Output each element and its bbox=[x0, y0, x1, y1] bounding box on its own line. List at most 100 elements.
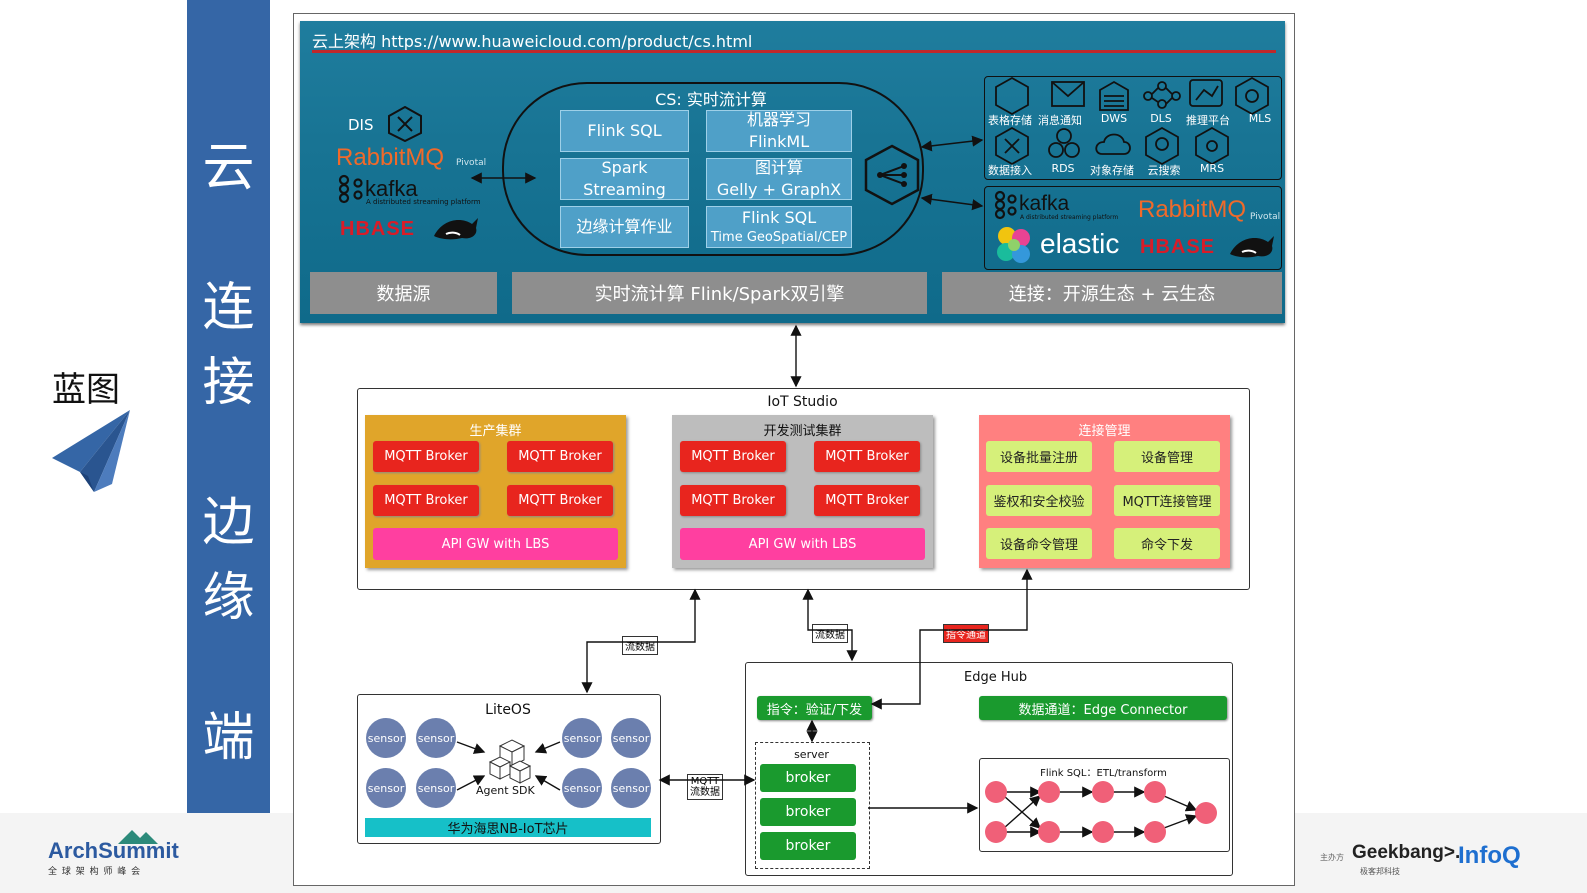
rds-icon bbox=[1048, 142, 1064, 158]
command-verify-bar[interactable]: 指令：验证/下发 bbox=[757, 696, 872, 720]
mqtt-broker[interactable]: MQTT Broker bbox=[814, 441, 920, 472]
archsummit-subtitle: 全 球 架 构 师 峰 会 bbox=[48, 867, 142, 877]
kafka-icon bbox=[994, 190, 1017, 220]
kafka-icon bbox=[338, 174, 363, 204]
cloud-service-label: DLS bbox=[1150, 112, 1172, 125]
mqtt-broker[interactable]: MQTT Broker bbox=[680, 441, 786, 472]
conn-device-batch-register[interactable]: 设备批量注册 bbox=[986, 441, 1092, 472]
mrs-icon bbox=[1195, 126, 1229, 166]
table-storage-icon bbox=[995, 76, 1029, 116]
inference-platform-icon bbox=[1189, 79, 1223, 107]
conn-mqtt-management[interactable]: MQTT连接管理 bbox=[1114, 485, 1220, 516]
agent-sdk-label: Agent SDK bbox=[476, 784, 535, 797]
cloud-service-label: 对象存储 bbox=[1090, 164, 1134, 177]
cloud-service-icons bbox=[995, 76, 1269, 166]
cs-edge-job-button[interactable]: 边缘计算作业 bbox=[560, 206, 689, 248]
cs-realtime-stream-oval bbox=[502, 82, 924, 256]
devtest-cluster-title: 开发测试集群 bbox=[763, 424, 842, 439]
cloud-service-label: 数据接入 bbox=[988, 164, 1032, 177]
api-gateway[interactable]: API GW with LBS bbox=[680, 528, 925, 560]
cs-btn-label: 机器学习 bbox=[746, 110, 811, 130]
cs-title: CS: 实时流计算 bbox=[655, 90, 767, 109]
server-label: server bbox=[794, 748, 829, 761]
infoq-logo: InfoQ bbox=[1458, 842, 1521, 869]
cloud-service-label: DWS bbox=[1100, 112, 1128, 125]
command-channel-tag: 指令通道 bbox=[943, 624, 989, 643]
sensor: sensor bbox=[366, 718, 406, 758]
geekbang-logo: Geekbang>. bbox=[1352, 842, 1461, 863]
conn-command-send[interactable]: 命令下发 bbox=[1114, 528, 1220, 559]
stream-data-tag: 流数据 bbox=[812, 624, 848, 643]
open-source-box bbox=[984, 186, 1282, 270]
hbase-logo: HBASE bbox=[340, 218, 416, 240]
conn-device-command[interactable]: 设备命令管理 bbox=[986, 528, 1092, 559]
sensor: sensor bbox=[562, 718, 602, 758]
cloud-title: 云上架构 https://www.huaweicloud.com/product… bbox=[312, 32, 753, 51]
mqtt-broker[interactable]: MQTT Broker bbox=[680, 485, 786, 516]
dls-icon bbox=[1143, 91, 1153, 101]
iot-studio-title: IoT Studio bbox=[767, 394, 838, 410]
cloud-service-label: 消息通知 bbox=[1038, 114, 1082, 127]
sidebar: 云 连 接 边 缘 端 bbox=[187, 0, 270, 893]
kafka-subtitle: A distributed streaming platform bbox=[1020, 214, 1119, 221]
pivotal-label: Pivotal bbox=[1250, 212, 1281, 222]
mountain-icon bbox=[118, 830, 158, 844]
mqtt-tag-line2: 流数据 bbox=[690, 787, 720, 798]
mqtt-stream-tag: MQTT 流数据 bbox=[687, 774, 723, 800]
mqtt-broker[interactable]: MQTT Broker bbox=[507, 485, 613, 516]
sensor: sensor bbox=[366, 768, 406, 808]
broker[interactable]: broker bbox=[760, 832, 856, 860]
object-storage-icon bbox=[1095, 133, 1131, 155]
sidebar-char-connect-2: 接 bbox=[202, 353, 255, 413]
cs-spark-streaming-button[interactable]: Spark Streaming bbox=[560, 158, 689, 200]
broker[interactable]: broker bbox=[760, 764, 856, 792]
edge-hub-title: Edge Hub bbox=[964, 670, 1028, 685]
edge-connector-bar[interactable]: 数据通道：Edge Connector bbox=[979, 696, 1227, 720]
api-gateway[interactable]: API GW with LBS bbox=[373, 528, 618, 560]
dis-label: DIS bbox=[348, 116, 374, 134]
cloud-service-label: 推理平台 bbox=[1186, 114, 1230, 127]
cloud-service-label: MRS bbox=[1199, 162, 1225, 175]
cs-btn-label: 图计算 bbox=[754, 158, 803, 178]
cs-flink-sql-cep-button[interactable]: Flink SQL Time GeoSpatial/CEP bbox=[706, 206, 852, 248]
sidebar-char-end: 端 bbox=[202, 708, 255, 768]
cloud-service-label: MLS bbox=[1248, 112, 1272, 125]
server-group bbox=[755, 742, 870, 869]
sidebar-char-connect-1: 连 bbox=[202, 278, 255, 338]
cs-btn-sublabel: Streaming bbox=[583, 180, 666, 199]
cs-btn-label: 边缘计算作业 bbox=[576, 217, 673, 237]
cloud-search-icon bbox=[1145, 126, 1179, 166]
cloud-service-label: 云搜索 bbox=[1147, 164, 1181, 177]
orca-icon bbox=[434, 218, 478, 240]
mqtt-broker[interactable]: MQTT Broker bbox=[373, 485, 479, 516]
conn-auth-security[interactable]: 鉴权和安全校验 bbox=[986, 485, 1092, 516]
flink-sql-label: Flink SQL：ETL/transform bbox=[1040, 768, 1167, 779]
mqtt-broker[interactable]: MQTT Broker bbox=[507, 441, 613, 472]
sidebar-char-cloud: 云 bbox=[202, 138, 255, 198]
stream-compute-bar: 实时流计算 Flink/Spark双引擎 bbox=[512, 272, 927, 314]
broker[interactable]: broker bbox=[760, 798, 856, 826]
data-ingest-icon bbox=[995, 126, 1029, 166]
message-notify-icon bbox=[1051, 81, 1085, 107]
cs-btn-sublabel: FlinkML bbox=[748, 132, 810, 151]
cloud-service-label: 表格存储 bbox=[988, 114, 1032, 127]
connect-ecosystem-bar: 连接：开源生态 + 云生态 bbox=[942, 272, 1282, 314]
flink-sql-box bbox=[979, 758, 1230, 852]
cloud-services-box bbox=[984, 76, 1282, 180]
sensor: sensor bbox=[416, 768, 456, 808]
data-source-bar: 数据源 bbox=[310, 272, 497, 314]
mqtt-broker[interactable]: MQTT Broker bbox=[814, 485, 920, 516]
kafka-subtitle: A distributed streaming platform bbox=[366, 198, 481, 206]
conn-device-management[interactable]: 设备管理 bbox=[1114, 441, 1220, 472]
cloud-title-underline bbox=[312, 50, 1276, 53]
connection-management-title: 连接管理 bbox=[1078, 424, 1131, 439]
stream-data-tag: 流数据 bbox=[622, 636, 658, 655]
kafka-logo: kafka bbox=[365, 176, 418, 201]
cs-graph-compute-button[interactable]: 图计算 Gelly + GraphX bbox=[706, 158, 852, 200]
cs-flinkml-button[interactable]: 机器学习 FlinkML bbox=[706, 110, 852, 152]
production-cluster-title: 生产集群 bbox=[469, 424, 522, 439]
mqtt-tag-line1: MQTT bbox=[690, 776, 720, 787]
kafka-logo: kafka bbox=[1019, 192, 1070, 215]
mqtt-broker[interactable]: MQTT Broker bbox=[373, 441, 479, 472]
cs-flink-sql-button[interactable]: Flink SQL bbox=[560, 110, 689, 152]
